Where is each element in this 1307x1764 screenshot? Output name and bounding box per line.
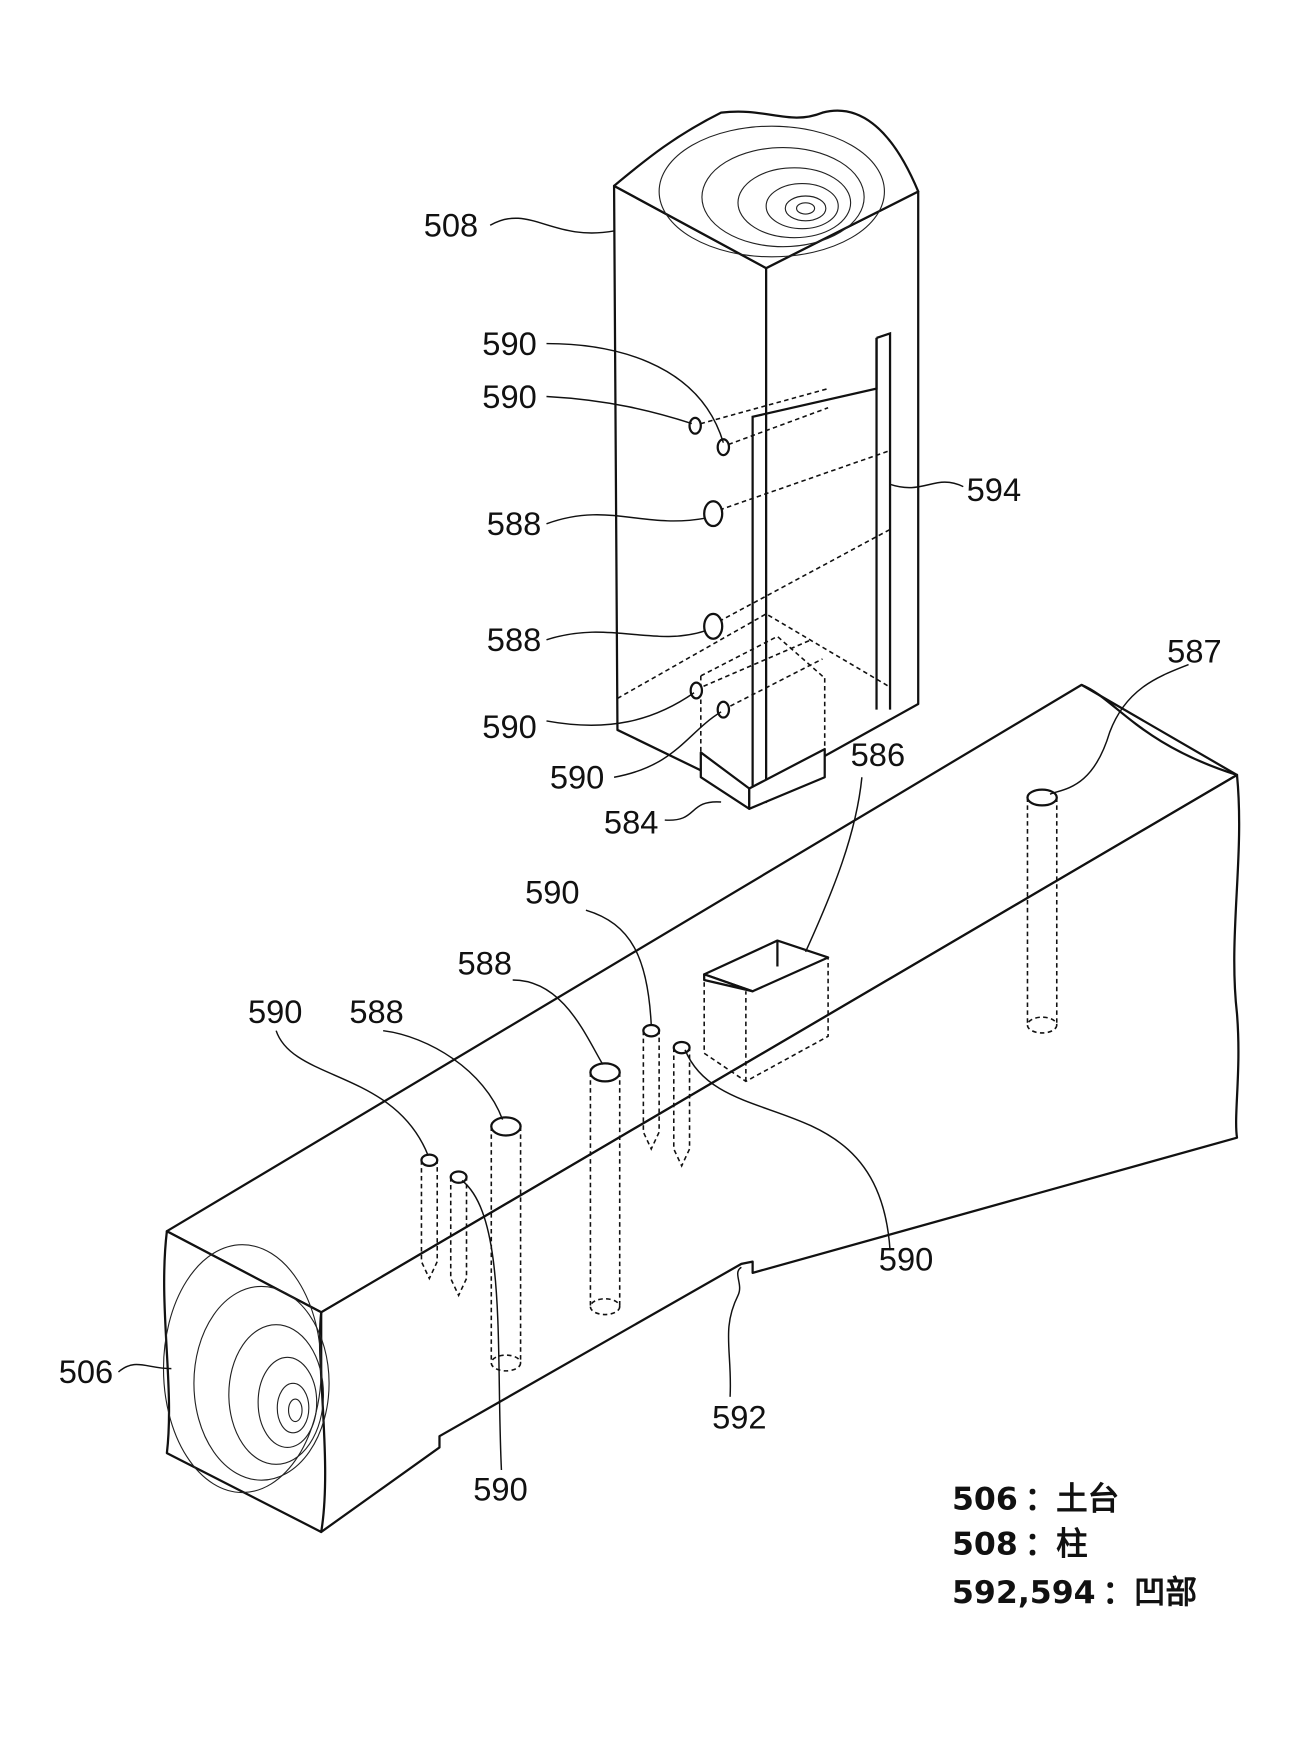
label-588: 588 [457, 944, 512, 981]
label-590: 590 [482, 708, 536, 745]
legend: 506：土台 508：柱 592,594：凹部 [952, 1481, 1197, 1610]
label-594: 594 [967, 471, 1022, 508]
label-590: 590 [248, 993, 302, 1030]
label-508: 508 [424, 207, 479, 244]
label-590: 590 [473, 1470, 528, 1507]
label-588: 588 [349, 993, 404, 1030]
beam-506 [164, 685, 1240, 1532]
label-590: 590 [879, 1241, 934, 1278]
legend-item: 592,594：凹部 [952, 1575, 1197, 1611]
label-506: 506 [59, 1353, 113, 1390]
label-592: 592 [712, 1398, 767, 1435]
column-508 [614, 111, 918, 809]
label-590: 590 [550, 759, 605, 796]
label-588: 588 [487, 621, 542, 658]
label-590: 590 [482, 378, 536, 415]
label-584: 584 [604, 804, 659, 841]
legend-item: 506：土台 [952, 1481, 1119, 1517]
label-590: 590 [525, 873, 580, 910]
label-588: 588 [487, 505, 542, 542]
label-590: 590 [482, 325, 536, 362]
legend-item: 508：柱 [952, 1526, 1088, 1562]
label-586: 586 [851, 736, 906, 773]
label-587: 587 [1167, 632, 1222, 669]
